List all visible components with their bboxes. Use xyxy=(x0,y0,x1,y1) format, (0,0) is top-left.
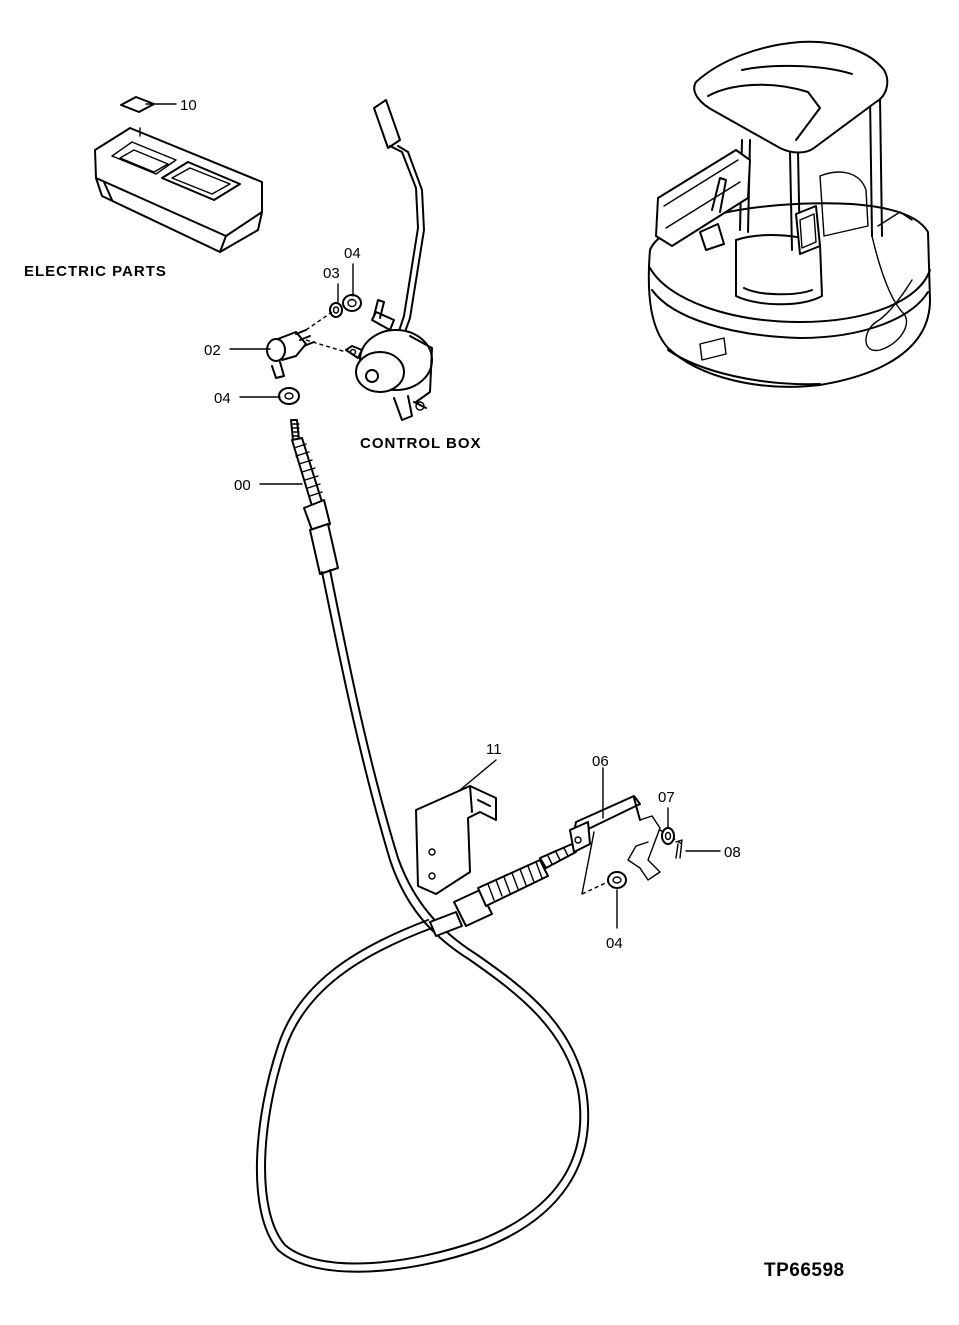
callout-07: 07 xyxy=(658,789,675,806)
control-box-caption: CONTROL BOX xyxy=(360,435,482,452)
callout-06: 06 xyxy=(592,753,609,770)
machine-overview xyxy=(647,40,931,388)
callout-02: 02 xyxy=(204,342,221,359)
part-04-nut-left xyxy=(278,387,300,405)
callout-08: 08 xyxy=(724,844,741,861)
callout-10: 10 xyxy=(180,97,197,114)
assembly-lines xyxy=(305,311,347,353)
part-07-washer xyxy=(661,827,675,845)
part-08-cotter-pin xyxy=(675,839,683,859)
callout-04-left: 04 xyxy=(214,390,231,407)
part-04-nut-top xyxy=(342,294,362,312)
electric-parts-panel xyxy=(94,127,263,253)
part-02-ball-joint xyxy=(266,329,315,379)
callout-11: 11 xyxy=(486,741,502,758)
callout-04-bottom: 04 xyxy=(606,935,623,952)
part-04-nut-bottom xyxy=(607,871,627,889)
part-03-washer xyxy=(329,302,343,318)
part-11-bracket xyxy=(415,785,497,895)
control-box xyxy=(345,99,433,421)
part-00-throttle-cable xyxy=(255,419,590,1273)
part-06-lever xyxy=(569,795,641,853)
electric-parts-caption: ELECTRIC PARTS xyxy=(24,263,167,280)
callout-04-top: 04 xyxy=(344,245,361,262)
callout-leaders xyxy=(145,103,721,929)
callout-03: 03 xyxy=(323,265,340,282)
callout-00: 00 xyxy=(234,477,251,494)
drawing-code: TP66598 xyxy=(764,1260,845,1281)
